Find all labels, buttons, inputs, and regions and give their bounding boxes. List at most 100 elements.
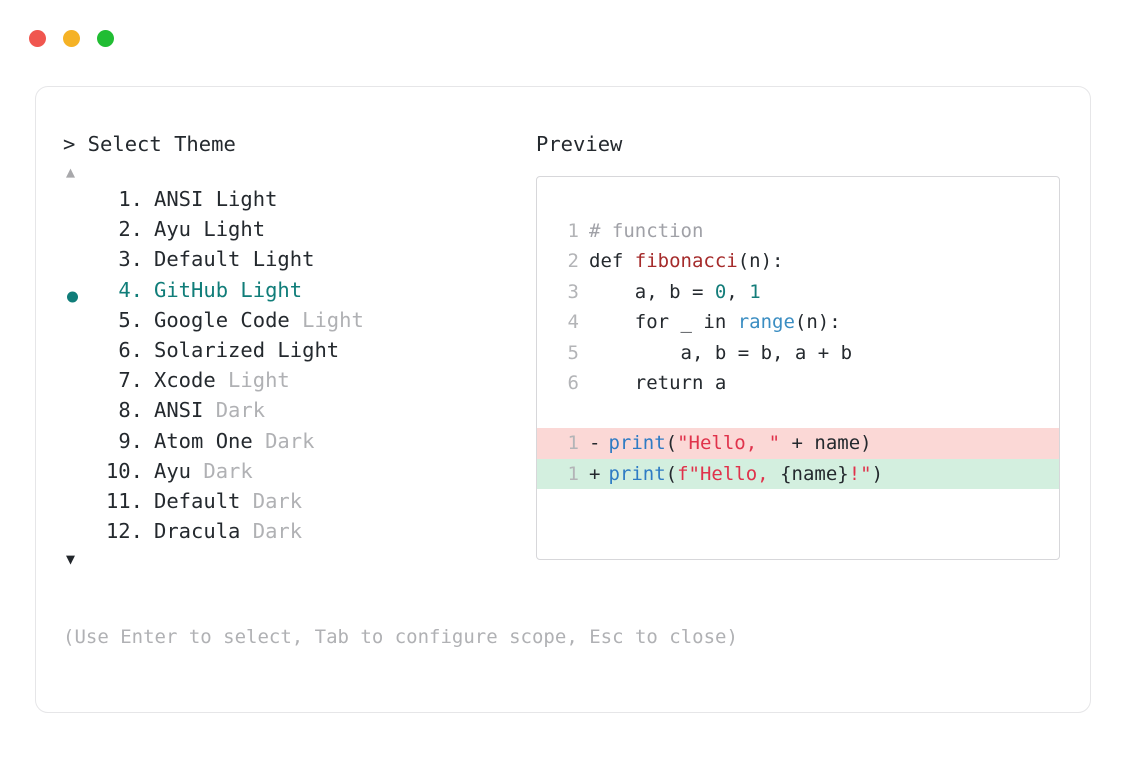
code-line-content: for _ in range(n):	[589, 307, 841, 337]
theme-item-name: GitHub	[154, 277, 229, 302]
code-token-plain: {name}	[780, 462, 849, 485]
diff-line-content: print("Hello, " + name)	[608, 428, 871, 458]
theme-item-name: Google Code	[154, 307, 290, 332]
code-line: 6 return a	[537, 368, 1059, 398]
theme-list-item[interactable]: 6.Solarized Light	[63, 335, 533, 365]
window-traffic-lights	[29, 30, 114, 47]
code-token-call: print	[608, 462, 666, 485]
code-line: 4 for _ in range(n):	[537, 307, 1059, 337]
diff-line-number: 1	[567, 462, 579, 485]
diff-line-removed: 1-print("Hello, " + name)	[537, 428, 1059, 459]
theme-item-index: 7.	[118, 368, 143, 393]
theme-item-name: ANSI	[154, 398, 204, 423]
code-token-punct: )	[871, 462, 884, 485]
minimize-button[interactable]	[63, 30, 80, 47]
preview-title: Preview	[536, 132, 623, 156]
theme-item-name: Default	[154, 488, 241, 513]
theme-list-panel: > Select Theme ▲ 1. ANSI Light 2. Ayu Light…	[63, 130, 533, 571]
theme-list-item[interactable]: 3.Default Light	[63, 244, 533, 274]
code-token-plain: for _ in	[589, 311, 738, 334]
theme-item-variant: Light	[289, 307, 364, 332]
close-button[interactable]	[29, 30, 46, 47]
theme-item-index: 9.	[118, 428, 143, 453]
theme-list-item[interactable]: 7. Xcode Light	[63, 365, 533, 395]
diff-line-content: print(f"Hello, {name}!")	[608, 459, 883, 489]
code-token-punct: (n):	[737, 250, 784, 273]
code-token-num: 0	[714, 280, 727, 303]
code-token-plain: a, b =	[589, 280, 715, 303]
code-line-number: 1	[567, 220, 579, 242]
theme-item-variant: Dark	[191, 458, 253, 483]
code-token-keyword: def	[589, 250, 635, 273]
theme-item-variant: Dark	[252, 428, 315, 453]
theme-item-name: ANSI	[154, 187, 204, 211]
code-line-number: 6	[567, 371, 579, 394]
code-line-content: def fibonacci(n):	[589, 246, 783, 276]
code-line-number: 4	[567, 311, 579, 334]
code-token-plain: ,	[726, 280, 750, 303]
maximize-button[interactable]	[97, 30, 114, 47]
diff-line-added: 1 + print(f"Hello, {name}!")	[537, 458, 1059, 490]
code-token-comment: # function	[589, 220, 704, 242]
theme-item-index: 11.	[105, 488, 143, 513]
theme-item-name: Ayu	[154, 217, 192, 242]
code-token-plain: return a	[589, 371, 727, 394]
diff-marker: -	[589, 432, 601, 455]
theme-item-index: 8.	[118, 398, 143, 423]
theme-item-name: Default	[154, 247, 241, 272]
theme-item-variant: Light	[203, 187, 278, 211]
theme-item-index: 4.	[118, 277, 143, 302]
keyboard-hint: (Use Enter to select, Tab to configure s…	[63, 626, 738, 648]
theme-item-name: Ayu	[154, 458, 192, 483]
theme-item-variant: Dark	[240, 488, 303, 513]
theme-list-item[interactable]: 8. ANSI Dark	[63, 395, 533, 425]
theme-item-variant: Dark	[240, 519, 303, 544]
theme-item-variant: Light	[228, 277, 303, 302]
code-gap	[537, 398, 1059, 428]
theme-item-index: 12.	[105, 519, 143, 544]
theme-selector-card: > Select Theme ▲ 1. ANSI Light 2. Ayu Light…	[35, 86, 1091, 713]
theme-item-variant: Light	[191, 217, 266, 242]
theme-list-item[interactable]: 2. Ayu Light	[63, 214, 533, 244]
code-line-number: 2	[567, 250, 579, 273]
theme-item-variant: Light	[265, 337, 340, 362]
code-token-plain: + name)	[780, 432, 872, 455]
theme-item-index: 10.	[105, 458, 143, 483]
selected-bullet-icon	[67, 291, 78, 303]
theme-item-index: 2.	[118, 217, 143, 242]
scroll-down-icon[interactable]: ▼	[66, 550, 76, 569]
code-token-punct: (	[665, 432, 678, 455]
code-line: 1 # function	[537, 216, 1059, 246]
code-line-number: 5	[567, 341, 579, 364]
theme-list-item[interactable]: 4. GitHub Light	[63, 275, 533, 305]
code-token-string: f"Hello,	[677, 462, 781, 485]
theme-list-item[interactable]: 11. Default Dark	[63, 486, 533, 516]
theme-list-item[interactable]: 5. Google Code Light	[63, 305, 533, 335]
theme-item-name: Xcode	[154, 368, 216, 393]
code-token-num: 1	[749, 280, 761, 303]
page-title: > Select Theme	[63, 132, 236, 156]
diff-marker: +	[589, 462, 601, 485]
theme-list-item[interactable]: 1. ANSI Light	[63, 184, 533, 214]
code-token-punct: (	[665, 462, 678, 485]
theme-item-index: 1.	[118, 187, 143, 211]
theme-list-item[interactable]: 12.Dracula Dark	[63, 516, 533, 546]
theme-item-index: 3.	[118, 247, 143, 272]
code-line-content: a, b = 0, 1	[589, 277, 761, 307]
theme-item-name: Atom One	[154, 428, 253, 453]
theme-list-item[interactable]: 10. Ayu Dark	[63, 456, 533, 486]
theme-list-item[interactable]: 9. Atom One Dark	[63, 426, 533, 456]
scroll-up-icon[interactable]: ▲	[66, 163, 76, 181]
theme-item-name: Solarized	[154, 337, 266, 362]
code-token-plain: a, b = b, a + b	[589, 341, 853, 364]
code-token-builtin: range	[737, 311, 795, 334]
theme-item-variant: Dark	[203, 398, 266, 423]
code-line: 2 def fibonacci(n):	[537, 246, 1059, 276]
code-token-string: "Hello, "	[677, 432, 781, 455]
theme-item-index: 5.	[118, 307, 143, 332]
theme-item-variant: Light	[215, 368, 290, 393]
code-line-content: return a	[589, 368, 727, 398]
